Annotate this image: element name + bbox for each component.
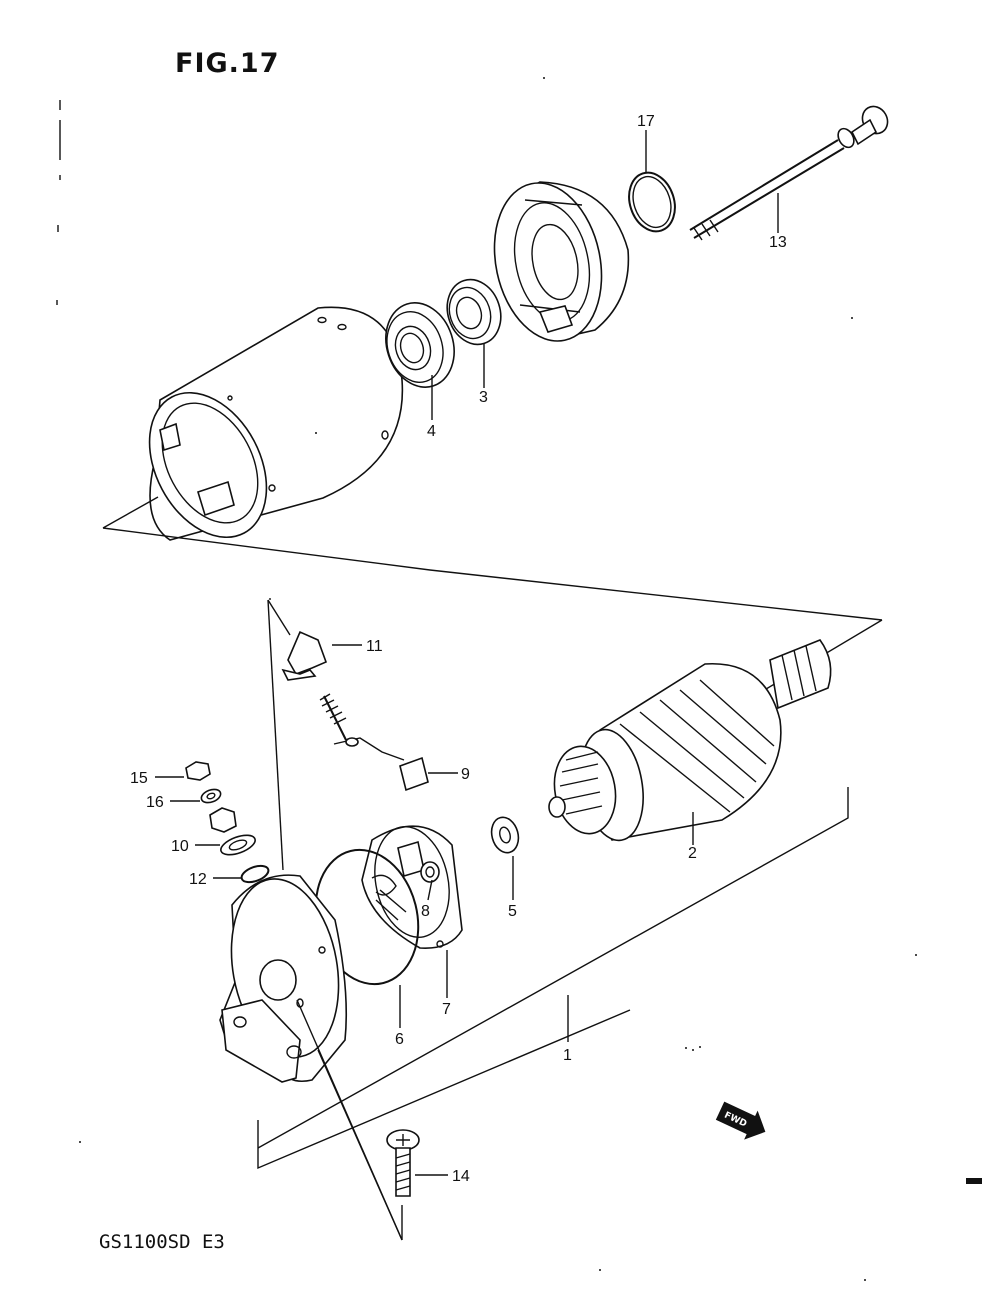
- washer-set: [220, 834, 256, 856]
- callout-4: 4: [427, 423, 436, 440]
- callout-12: 12: [189, 871, 207, 888]
- callout-11: 11: [366, 638, 383, 655]
- insulator: [281, 630, 328, 681]
- oil-seal: [446, 278, 502, 346]
- terminal-o-ring: [240, 864, 270, 884]
- model-code: GS1100SD E3: [99, 1231, 225, 1253]
- armature: [548, 639, 832, 842]
- forward-direction-badge: FWD: [715, 1101, 766, 1140]
- callout-8: 8: [421, 903, 430, 920]
- callout-15: 15: [130, 770, 148, 787]
- nut: [185, 761, 211, 781]
- callout-17: 17: [637, 113, 655, 130]
- figure-title: FIG.17: [175, 48, 280, 79]
- screw-guide-lines: [296, 999, 403, 1241]
- callout-7: 7: [442, 1001, 451, 1018]
- brush-holder: [361, 825, 463, 949]
- screw: [386, 1129, 420, 1197]
- armature-washer: [490, 816, 520, 854]
- rear-end-cover: [219, 874, 348, 1083]
- bearing: [385, 302, 455, 388]
- edge-mark: [966, 1178, 982, 1184]
- callout-6: 6: [395, 1031, 404, 1048]
- margin-marks: [56, 100, 61, 305]
- callout-14: 14: [452, 1168, 470, 1185]
- callout-10: 10: [171, 838, 189, 855]
- callout-2: 2: [688, 845, 697, 862]
- callout-9: 9: [461, 766, 470, 783]
- callout-1: 1: [563, 1047, 572, 1064]
- front-cover-o-ring: [628, 171, 676, 233]
- assembly-bracket: [257, 787, 849, 1170]
- callout-16: 16: [146, 794, 164, 811]
- callout-5: 5: [508, 903, 517, 920]
- brush-lead: [319, 693, 429, 792]
- flange-nut: [209, 807, 237, 833]
- scan-specks: [79, 77, 917, 1281]
- callout-13: 13: [769, 234, 787, 251]
- forward-arrow-icon: [715, 1101, 766, 1140]
- callout-3: 3: [479, 389, 488, 406]
- yoke-housing: [148, 306, 404, 541]
- front-end-cover: [493, 181, 630, 342]
- leader-lines: [155, 130, 779, 1176]
- washer-small: [200, 788, 222, 804]
- through-bolt: [689, 105, 889, 241]
